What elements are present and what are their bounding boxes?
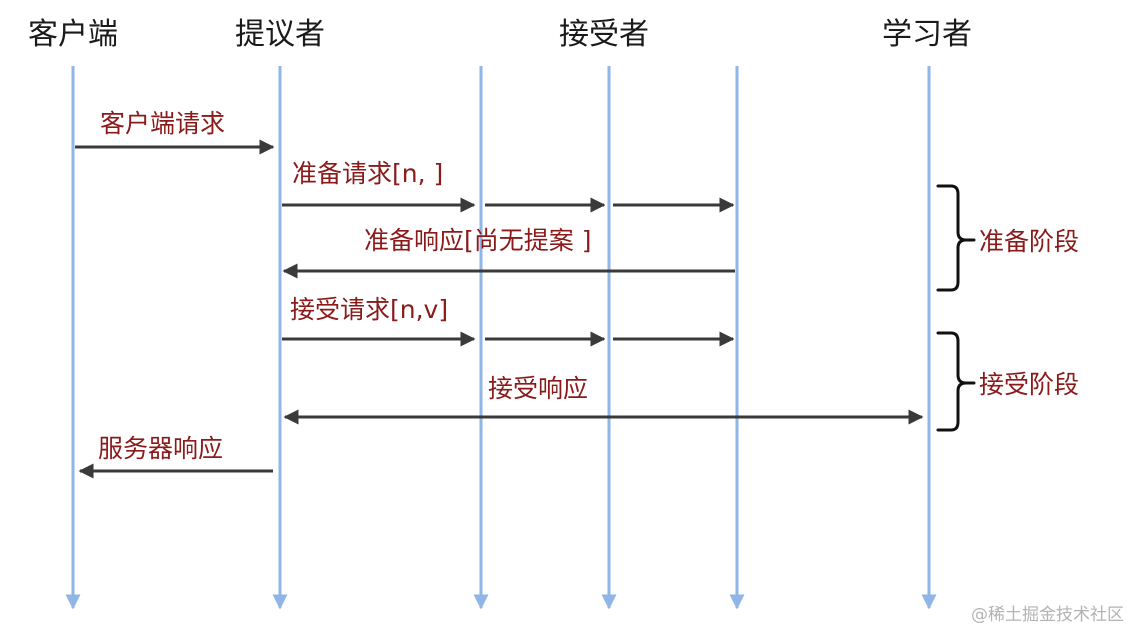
role-client: 客户端 — [28, 17, 118, 52]
label-prepare-response: 准备响应[尚无提案 ] — [364, 226, 591, 255]
role-proposer: 提议者 — [235, 17, 325, 52]
label-client-request: 客户端请求 — [100, 109, 225, 138]
role-acceptor: 接受者 — [559, 17, 649, 52]
label-phase-accept: 接受阶段 — [979, 370, 1079, 399]
label-prepare-request: 准备请求[n, ] — [292, 159, 443, 188]
watermark: @稀土掘金技术社区 — [971, 605, 1124, 625]
brace-prepare — [936, 184, 976, 292]
role-learner: 学习者 — [882, 17, 972, 52]
label-phase-prepare: 准备阶段 — [979, 227, 1079, 256]
brace-accept — [936, 331, 976, 432]
label-server-response: 服务器响应 — [98, 434, 223, 463]
label-accept-request: 接受请求[n,v] — [290, 295, 448, 324]
label-accept-response: 接受响应 — [488, 374, 588, 403]
